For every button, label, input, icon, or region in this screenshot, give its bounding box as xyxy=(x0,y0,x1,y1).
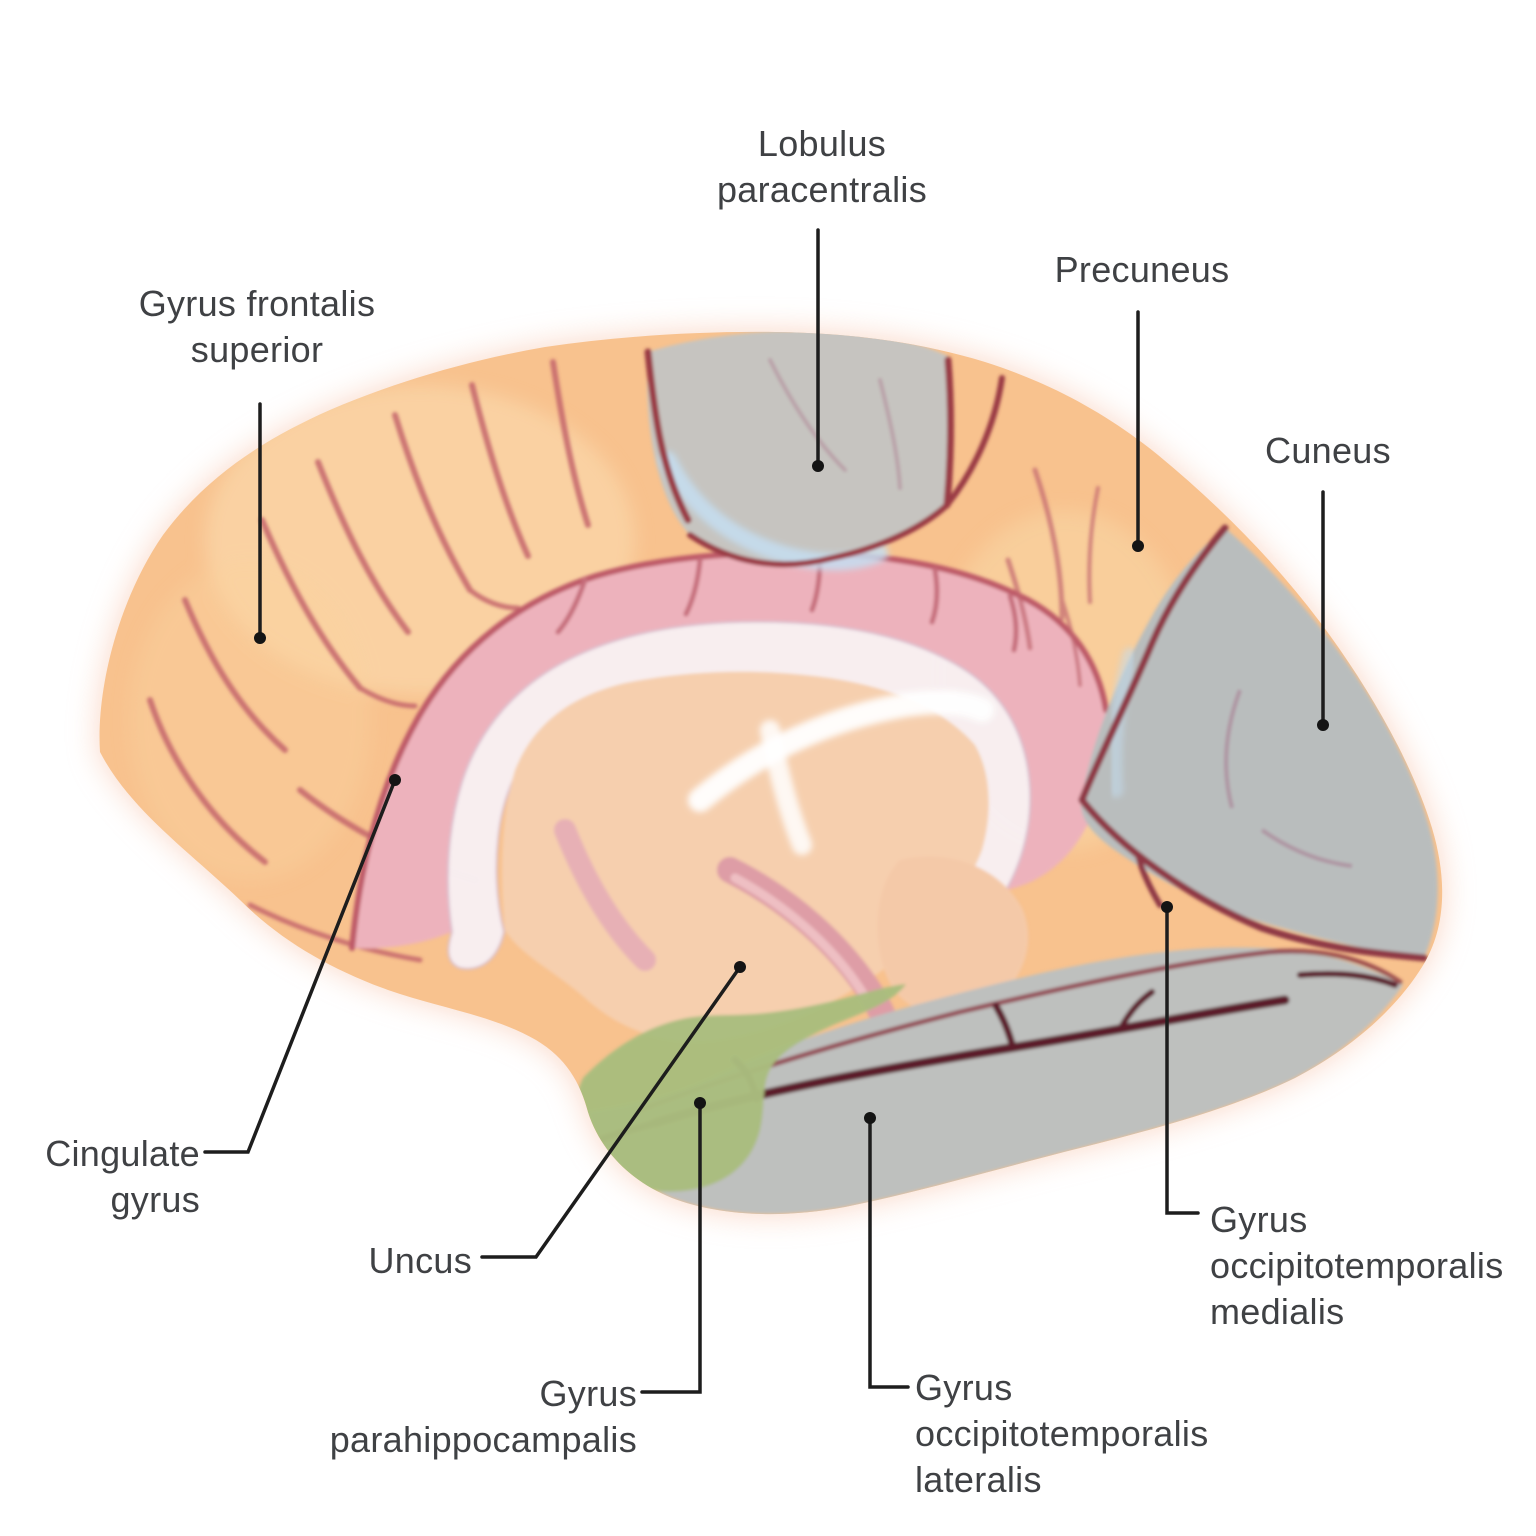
label-line: lateralis xyxy=(915,1459,1042,1500)
label-uncus: Uncus xyxy=(172,1238,472,1284)
label-line: gyrus xyxy=(110,1179,200,1220)
label-line: paracentralis xyxy=(716,169,927,210)
leader-uncus xyxy=(480,965,742,1259)
label-gyrus-occipitotemporalis-medialis: Gyrus occipitotemporalis medialis xyxy=(1210,1197,1532,1335)
label-line: parahippocampalis xyxy=(329,1419,637,1460)
dot-gyrus-parahippocampalis xyxy=(694,1097,706,1109)
dot-gyrus-occipitotemporalis-lateralis xyxy=(864,1112,876,1124)
label-line: Gyrus frontalis xyxy=(138,283,376,324)
label-gyrus-parahippocampalis: Gyrus parahippocampalis xyxy=(197,1371,637,1463)
region-lobulus-paracentralis xyxy=(647,331,952,564)
label-line: occipitotemporalis xyxy=(915,1413,1209,1454)
leader-gyrus-occipitotemporalis-lateralis xyxy=(868,1116,910,1389)
label-precuneus: Precuneus xyxy=(922,247,1362,293)
precuneus-sulci xyxy=(1005,467,1100,687)
label-line: medialis xyxy=(1210,1291,1345,1332)
label-line: occipitotemporalis xyxy=(1210,1245,1504,1286)
label-line: Gyrus xyxy=(539,1373,637,1414)
fornix xyxy=(688,690,994,855)
region-uncus-parahippocampal xyxy=(574,984,906,1192)
label-cuneus: Cuneus xyxy=(1108,428,1536,474)
leader-dots xyxy=(254,460,1329,1124)
label-lobulus-paracentralis: Lobulus paracentralis xyxy=(602,121,1042,213)
label-gyrus-frontalis-superior: Gyrus frontalis superior xyxy=(37,281,477,373)
region-cuneus xyxy=(1080,528,1438,958)
leader-gyrus-parahippocampalis xyxy=(640,1101,702,1394)
dot-lobulus-paracentralis xyxy=(812,460,824,472)
label-line: Gyrus xyxy=(915,1367,1013,1408)
label-gyrus-occipitotemporalis-lateralis: Gyrus occipitotemporalis lateralis xyxy=(915,1365,1315,1503)
label-line: Precuneus xyxy=(1054,249,1230,290)
label-cingulate-gyrus: Cingulate gyrus xyxy=(0,1131,200,1223)
leader-lines xyxy=(203,228,1325,1394)
occipital-sulci xyxy=(1078,524,1428,962)
label-line: Lobulus xyxy=(757,123,887,164)
label-line: Uncus xyxy=(368,1240,472,1281)
dot-gyrus-occipitotemporalis-medialis xyxy=(1161,901,1173,913)
paracentral-sulci xyxy=(644,348,1005,568)
label-line: Cingulate xyxy=(45,1133,200,1174)
dot-gyrus-frontalis-superior xyxy=(254,632,266,644)
region-cingulate-gyrus xyxy=(352,552,1108,949)
label-line: Gyrus xyxy=(1210,1199,1308,1240)
region-midbrain xyxy=(877,856,1029,1016)
dot-cingulate-gyrus xyxy=(389,774,401,786)
collateral-sulcus-edge xyxy=(637,948,1403,1113)
label-line: Cuneus xyxy=(1265,430,1391,471)
leader-gyrus-occipitotemporalis-medialis xyxy=(1165,905,1200,1215)
leader-cingulate-gyrus xyxy=(203,778,397,1154)
label-line: superior xyxy=(190,329,324,370)
dot-uncus xyxy=(734,961,746,973)
dot-precuneus xyxy=(1132,540,1144,552)
paracentral-blue-accent xyxy=(659,451,889,571)
dot-cuneus xyxy=(1317,719,1329,731)
